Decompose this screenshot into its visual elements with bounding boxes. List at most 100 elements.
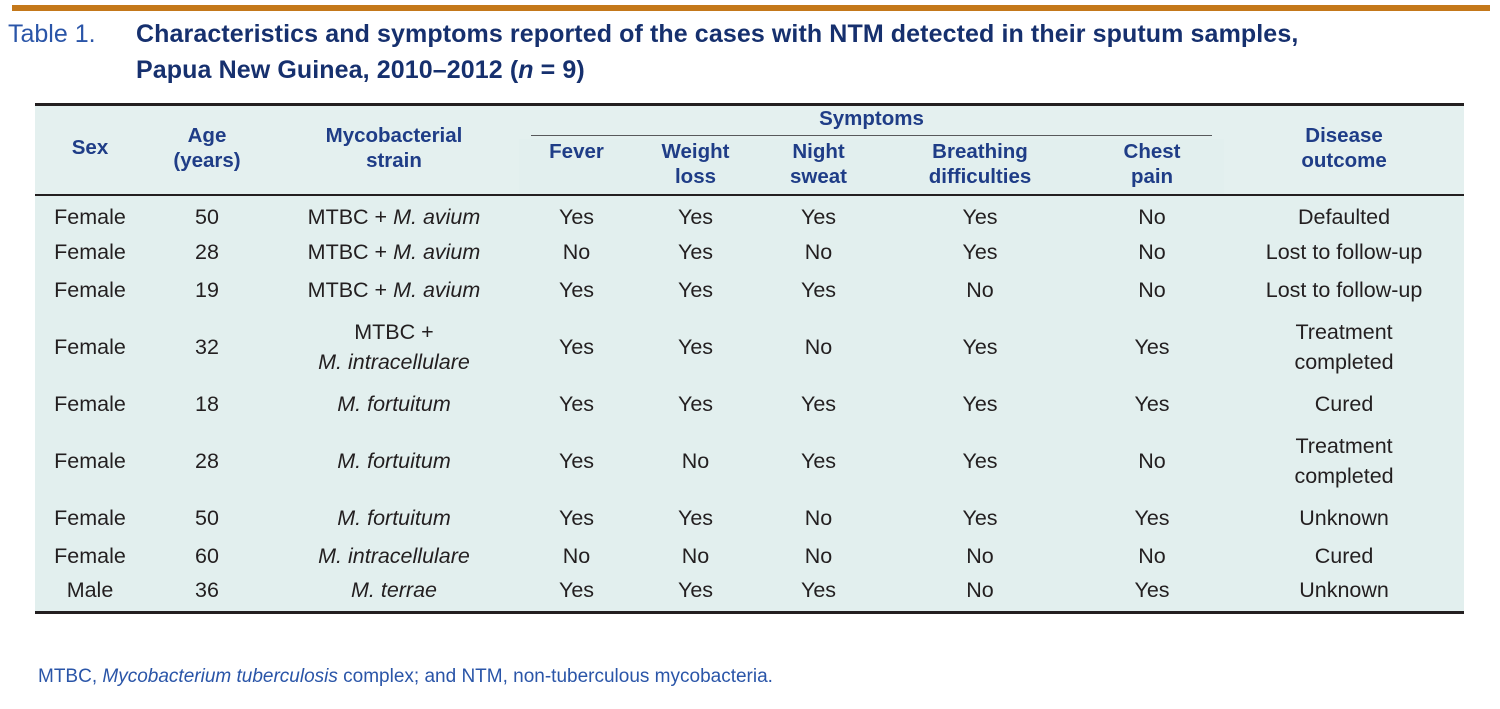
cell-weight-loss: Yes bbox=[677, 277, 714, 302]
cell-age: 36 bbox=[195, 577, 219, 602]
cell-sex: Female bbox=[54, 543, 126, 568]
table-footnote: MTBC, Mycobacterium tuberculosis complex… bbox=[38, 665, 773, 689]
caption-line2-pre: Papua New Guinea, 2010–2012 ( bbox=[136, 56, 519, 84]
outcome-line1: Defaulted bbox=[1298, 205, 1391, 229]
cell-breathing-difficulties: No bbox=[966, 277, 994, 302]
cell-sex: Female bbox=[54, 205, 126, 229]
header-row-sub: Fever Weight loss Night sweat Breathing … bbox=[35, 139, 1465, 195]
cell-fever: Yes bbox=[558, 334, 595, 359]
cell-night-sweat: Yes bbox=[800, 205, 837, 229]
strain-italic: M. avium bbox=[393, 277, 481, 302]
symptoms-spanner-rule bbox=[531, 135, 1213, 137]
cell-fever: No bbox=[562, 543, 591, 568]
strain-plain: MTBC + bbox=[307, 205, 394, 229]
cell-weight-loss: Yes bbox=[677, 334, 714, 359]
header-weight-loss: Weight loss bbox=[634, 139, 757, 195]
header-age: Age (years) bbox=[145, 105, 269, 195]
cell-night-sweat: Yes bbox=[800, 391, 837, 416]
cell-age: 28 bbox=[195, 448, 219, 473]
cell-weight-loss: Yes bbox=[677, 577, 714, 602]
cell-night-sweat: Yes bbox=[800, 577, 837, 602]
strain-plain: MTBC + bbox=[354, 319, 434, 344]
strain-plain: MTBC + bbox=[307, 277, 394, 302]
header-chest-pain-line1: Chest bbox=[1123, 139, 1181, 163]
header-fever-label: Fever bbox=[549, 139, 604, 163]
outcome-line1: Unknown bbox=[1299, 577, 1389, 602]
strain-plain: MTBC + bbox=[307, 239, 394, 264]
strain-italic: M. fortuitum bbox=[337, 505, 451, 530]
header-fever: Fever bbox=[519, 139, 634, 195]
header-age-line1: Age bbox=[187, 123, 227, 147]
cell-sex: Female bbox=[54, 505, 126, 530]
outcome-line1: Cured bbox=[1314, 543, 1374, 568]
cell-fever: Yes bbox=[558, 391, 595, 416]
header-strain-line1: Mycobacterial bbox=[325, 123, 463, 147]
cell-sex: Female bbox=[54, 391, 126, 416]
cell-weight-loss: Yes bbox=[677, 505, 714, 530]
cell-breathing-difficulties: Yes bbox=[962, 505, 998, 530]
cell-breathing-difficulties: Yes bbox=[962, 448, 998, 473]
cell-disease-outcome: Lost to follow-up bbox=[1224, 271, 1464, 309]
header-breathing-difficulties: Breathing difficulties bbox=[880, 139, 1080, 195]
header-strain-line2: strain bbox=[366, 148, 422, 172]
characteristics-table: Sex Age (years) Mycobacterial strain Sym… bbox=[35, 103, 1465, 614]
cell-night-sweat: No bbox=[804, 543, 833, 568]
cell-age: 50 bbox=[195, 205, 219, 229]
cell-sex: Female bbox=[54, 334, 126, 359]
header-sex: Sex bbox=[35, 105, 145, 195]
cell-night-sweat: No bbox=[804, 239, 833, 264]
strain-italic: M. terrae bbox=[350, 577, 438, 602]
cell-night-sweat: Yes bbox=[800, 277, 837, 302]
cell-fever: Yes bbox=[558, 277, 595, 302]
cell-age: 32 bbox=[195, 334, 219, 359]
cell-age: 50 bbox=[195, 505, 219, 530]
outcome-line1: Lost to follow-up bbox=[1265, 239, 1423, 264]
cell-chest-pain: No bbox=[1138, 205, 1166, 229]
cell-chest-pain: No bbox=[1138, 239, 1166, 264]
header-night-sweat-line1: Night bbox=[792, 139, 845, 163]
strain-italic: M. fortuitum bbox=[337, 391, 451, 416]
header-sex-label: Sex bbox=[71, 136, 109, 160]
cell-breathing-difficulties: Yes bbox=[962, 239, 998, 264]
caption-line-1: Characteristics and symptoms reported of… bbox=[136, 20, 1299, 48]
cell-sex: Female bbox=[54, 448, 126, 473]
cell-fever: Yes bbox=[558, 577, 595, 602]
header-night-sweat: Night sweat bbox=[757, 139, 880, 195]
cell-mycobacterial-strain: MTBC + M. avium bbox=[269, 271, 519, 309]
cell-mycobacterial-strain: M. fortuitum bbox=[269, 499, 519, 537]
cell-chest-pain: Yes bbox=[1134, 391, 1170, 416]
footnote-post: complex; and NTM, non-tuberculous mycoba… bbox=[337, 666, 773, 687]
footnote-species-italic: Mycobacterium tuberculosis bbox=[102, 666, 338, 687]
outcome-line1: Unknown bbox=[1299, 505, 1389, 530]
cell-chest-pain: No bbox=[1138, 543, 1166, 568]
strain-italic: M. fortuitum bbox=[337, 448, 451, 473]
table-header: Sex Age (years) Mycobacterial strain Sym… bbox=[35, 104, 1465, 195]
outcome-line2: completed bbox=[1294, 463, 1394, 488]
cell-fever: Yes bbox=[558, 448, 595, 473]
cell-weight-loss: Yes bbox=[677, 391, 714, 416]
strain-italic: M. intracellulare bbox=[318, 543, 470, 568]
cell-mycobacterial-strain: MTBC + M. avium bbox=[269, 233, 519, 271]
header-mycobacterial-strain: Mycobacterial strain bbox=[269, 105, 519, 195]
header-weight-loss-line1: Weight bbox=[661, 139, 730, 163]
caption-line-2: Papua New Guinea, 2010–2012 (n = 9) bbox=[136, 52, 1492, 88]
header-symptoms-spanner: Symptoms bbox=[519, 105, 1224, 139]
cell-age: 28 bbox=[195, 239, 219, 264]
caption-line2-n: n bbox=[518, 56, 534, 84]
cell-chest-pain: Yes bbox=[1134, 505, 1170, 530]
strain-italic-line2: M. intracellulare bbox=[318, 349, 470, 374]
cell-weight-loss: Yes bbox=[677, 205, 714, 229]
cell-weight-loss: No bbox=[681, 448, 710, 473]
cell-sex: Male bbox=[66, 577, 114, 602]
cell-age: 60 bbox=[195, 543, 219, 568]
cell-disease-outcome: Unknown bbox=[1224, 575, 1464, 613]
header-symptoms-label: Symptoms bbox=[819, 107, 924, 131]
header-disease-outcome: Disease outcome bbox=[1224, 105, 1464, 195]
